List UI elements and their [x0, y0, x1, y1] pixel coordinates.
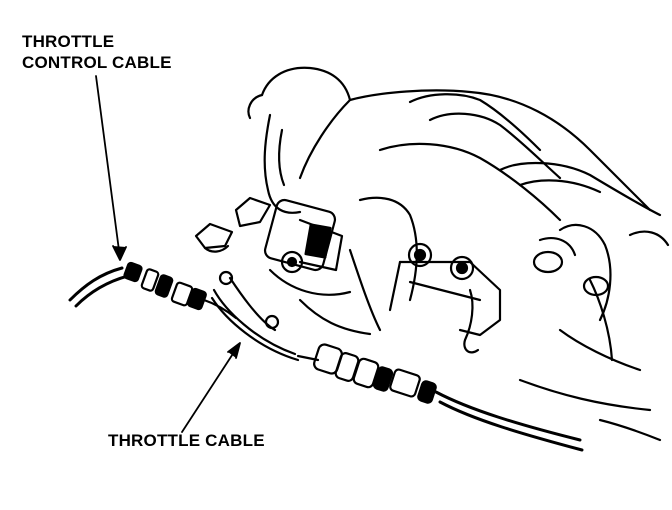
leader-lines	[95, 75, 241, 433]
throttle-control-cable	[68, 261, 238, 320]
throttle-body	[194, 113, 352, 296]
callout-throttle-control-cable: THROTTLE CONTROL CABLE	[22, 31, 172, 73]
callout-line-1: THROTTLE	[22, 32, 115, 51]
intake-manifold	[247, 66, 670, 442]
cable-bracket	[388, 242, 502, 354]
leader-throttle-control-cable	[95, 75, 121, 259]
throttle-cable	[210, 270, 584, 452]
callout-line-2: CONTROL CABLE	[22, 53, 172, 72]
callout-throttle-cable: THROTTLE CABLE	[108, 431, 265, 450]
leader-throttle-cable	[181, 345, 239, 433]
